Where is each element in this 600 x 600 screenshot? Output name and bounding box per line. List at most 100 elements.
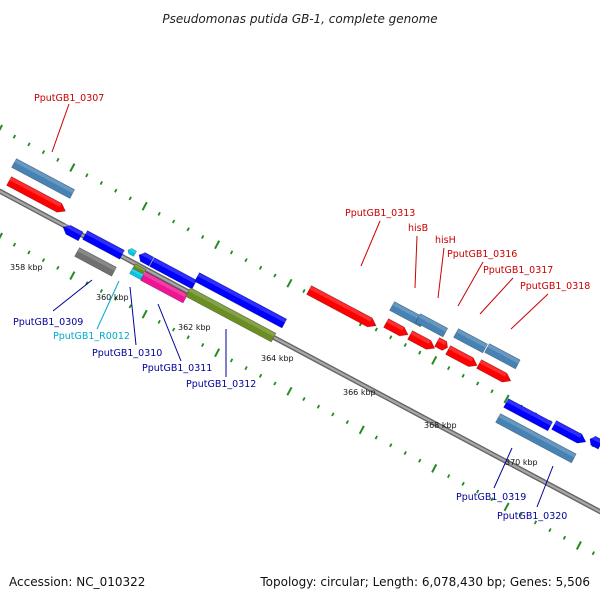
minor-tick xyxy=(172,327,176,332)
minor-tick xyxy=(562,535,567,540)
gene-label: PputGB1_0310 xyxy=(92,348,162,359)
gene-label-leader xyxy=(360,220,381,267)
minor-tick xyxy=(41,150,46,155)
major-tick xyxy=(141,309,148,319)
gene-0311-magenta-highlight xyxy=(143,272,188,298)
gene-label-leader xyxy=(96,280,120,330)
gene-0316-red-highlight xyxy=(386,319,404,331)
gene-edge-blue-highlight xyxy=(590,435,600,444)
gene-steel-d-highlight xyxy=(456,329,488,348)
gene-blue-b-highlight xyxy=(85,231,125,254)
minor-tick xyxy=(114,296,118,301)
major-tick xyxy=(431,463,438,473)
minor-tick xyxy=(389,443,393,448)
gene-label: PputGB1_0307 xyxy=(34,93,104,104)
minor-tick xyxy=(157,319,161,324)
major-tick xyxy=(503,502,510,512)
major-tick xyxy=(0,124,3,132)
gene-label-leader xyxy=(437,247,445,299)
gene-label-leader xyxy=(457,261,484,307)
minor-tick xyxy=(229,358,234,363)
gene-rna-small-highlight xyxy=(128,247,137,254)
gene-label-leader xyxy=(51,103,70,153)
minor-tick xyxy=(186,335,190,340)
gene-0307-red xyxy=(6,176,66,213)
gene-0319-steel-highlight xyxy=(498,414,576,458)
major-tick xyxy=(141,201,148,211)
minor-tick xyxy=(345,420,349,425)
minor-tick xyxy=(201,342,205,348)
gene-label-leader xyxy=(479,277,514,315)
minor-tick xyxy=(27,142,31,147)
gene-label-leader xyxy=(129,286,137,346)
minor-tick xyxy=(258,265,263,270)
gene-0318-red xyxy=(434,337,448,351)
gene-label: PputGB1_0312 xyxy=(186,379,256,390)
minor-tick xyxy=(99,180,103,186)
minor-tick xyxy=(316,404,321,409)
minor-tick xyxy=(490,497,494,502)
gene-0317-red-highlight xyxy=(410,331,431,344)
gene-0313-red xyxy=(306,285,377,328)
minor-tick xyxy=(114,188,118,193)
gene-label: PputGB1_R0012 xyxy=(53,331,130,342)
minor-tick xyxy=(172,219,176,224)
minor-tick xyxy=(99,288,103,294)
minor-tick xyxy=(244,258,248,263)
gene-label: hisB xyxy=(408,223,428,234)
minor-tick xyxy=(157,211,161,216)
minor-tick xyxy=(12,134,17,139)
gene-red-g-highlight xyxy=(479,360,507,377)
minor-tick xyxy=(403,342,407,348)
minor-tick xyxy=(591,551,595,556)
gene-0310-olive-highlight xyxy=(134,264,146,272)
minor-tick xyxy=(56,157,60,162)
genome-summary-text: Topology: circular; Length: 6,078,430 bp… xyxy=(259,575,590,589)
gene-label: PputGB1_0309 xyxy=(13,317,83,328)
gene-label: PputGB1_0320 xyxy=(497,511,567,522)
gene-label: PputGB1_0318 xyxy=(520,281,590,292)
minor-tick xyxy=(519,512,523,517)
minor-tick xyxy=(418,350,422,355)
minor-tick xyxy=(418,458,422,463)
gene-blue-c xyxy=(138,252,155,267)
gene-0309-gray xyxy=(74,247,117,277)
minor-tick xyxy=(403,450,407,456)
minor-tick xyxy=(27,250,31,255)
gene-red-f xyxy=(445,345,478,367)
gene-red-g xyxy=(476,359,512,383)
minor-tick xyxy=(331,412,335,417)
minor-tick xyxy=(56,265,60,270)
minor-tick xyxy=(490,389,494,394)
gene-label-leader xyxy=(536,465,554,508)
gene-0310-olive xyxy=(132,263,147,275)
gene-0312-olive-highlight xyxy=(188,288,276,337)
gene-0319-steel xyxy=(495,413,577,464)
gene-hish-steel xyxy=(415,313,449,338)
gene-label: PputGB1_0311 xyxy=(142,363,212,374)
minor-tick xyxy=(128,196,132,201)
major-tick xyxy=(503,394,510,404)
scale-label: 366 kbp xyxy=(343,388,376,397)
minor-tick xyxy=(229,250,234,255)
minor-tick xyxy=(41,258,46,263)
minor-tick xyxy=(461,373,465,378)
gene-features xyxy=(6,158,600,464)
gene-0311-blue xyxy=(194,272,288,329)
gene-0309-gray-highlight xyxy=(77,248,117,271)
gene-label-leader xyxy=(157,303,182,362)
gene-label-leader xyxy=(510,293,549,330)
gene-label: hisH xyxy=(435,235,456,246)
gene-label: PputGB1_0316 xyxy=(447,249,517,260)
scale-label: 364 kbp xyxy=(261,354,294,363)
gene-label: PputGB1_0319 xyxy=(456,492,526,503)
major-tick xyxy=(214,240,221,250)
minor-tick xyxy=(389,335,393,340)
gene-0307-red-highlight xyxy=(9,177,62,207)
minor-tick xyxy=(374,435,378,440)
major-tick xyxy=(286,386,293,396)
minor-tick xyxy=(461,481,465,486)
gene-0310-blue-highlight xyxy=(152,258,197,284)
gene-0313-red-highlight xyxy=(309,286,372,322)
